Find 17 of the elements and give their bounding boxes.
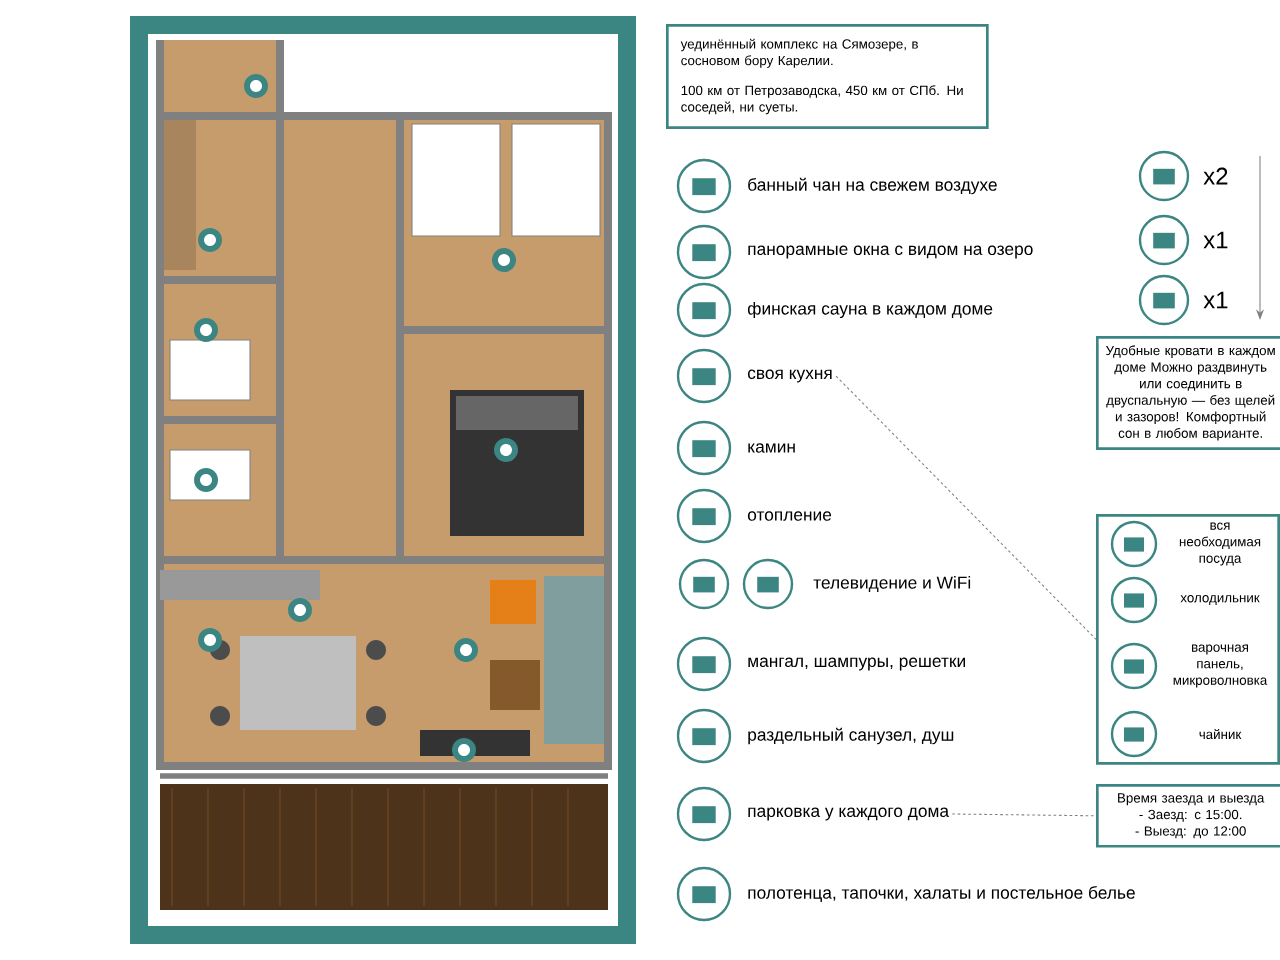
- amenity-text: парковка у каждого дома: [748, 807, 950, 821]
- amenity-text: своя кухня: [747, 369, 832, 383]
- leader-line: [835, 375, 1097, 640]
- amenity-text: раздельный санузел, душ: [748, 727, 954, 745]
- count-label: x1: [1203, 291, 1228, 309]
- amenity-text: банный чан на свежем воздухе: [748, 177, 997, 195]
- amenity-text: панорамные окна с видом на озеро: [748, 245, 1033, 259]
- leader-line: [951, 813, 1097, 817]
- amenity-text: камин: [748, 443, 795, 453]
- amenity-text: финская сауна в каждом доме: [747, 301, 993, 319]
- amenity-text: полотенца, тапочки, халаты и постельное белье: [748, 885, 1135, 903]
- count-label: x2: [1203, 167, 1228, 185]
- amenity-text: отопление: [747, 511, 832, 521]
- amenity-text: мангал, шампуры, решетки: [748, 657, 965, 671]
- count-label: x1: [1203, 231, 1228, 249]
- amenity-text: телевидение и WiFi: [813, 576, 971, 592]
- kitchen-box: [1096, 514, 1280, 765]
